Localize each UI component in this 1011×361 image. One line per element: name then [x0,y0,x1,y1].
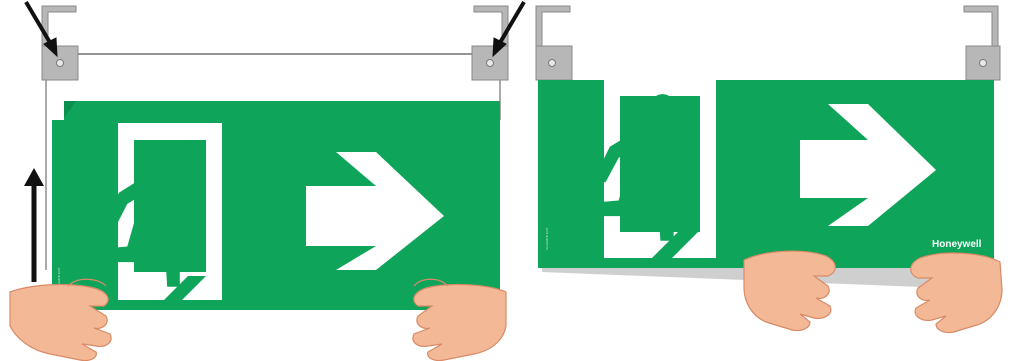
right-panel: Honeywell ALLEGION EXIT [536,6,1002,333]
left-panel: ALLEGION EXIT [10,2,524,361]
brand-label: Honeywell [932,239,982,250]
svg-text:ALLEGION EXIT: ALLEGION EXIT [545,227,549,250]
exit-sign-left: ALLEGION EXIT [52,101,500,310]
lift-up-arrow-icon [24,168,44,282]
ceiling-bracket-left-icon [536,6,572,80]
pointer-arrow-icon [26,2,524,56]
ceiling-bracket-right-icon [964,6,1000,80]
